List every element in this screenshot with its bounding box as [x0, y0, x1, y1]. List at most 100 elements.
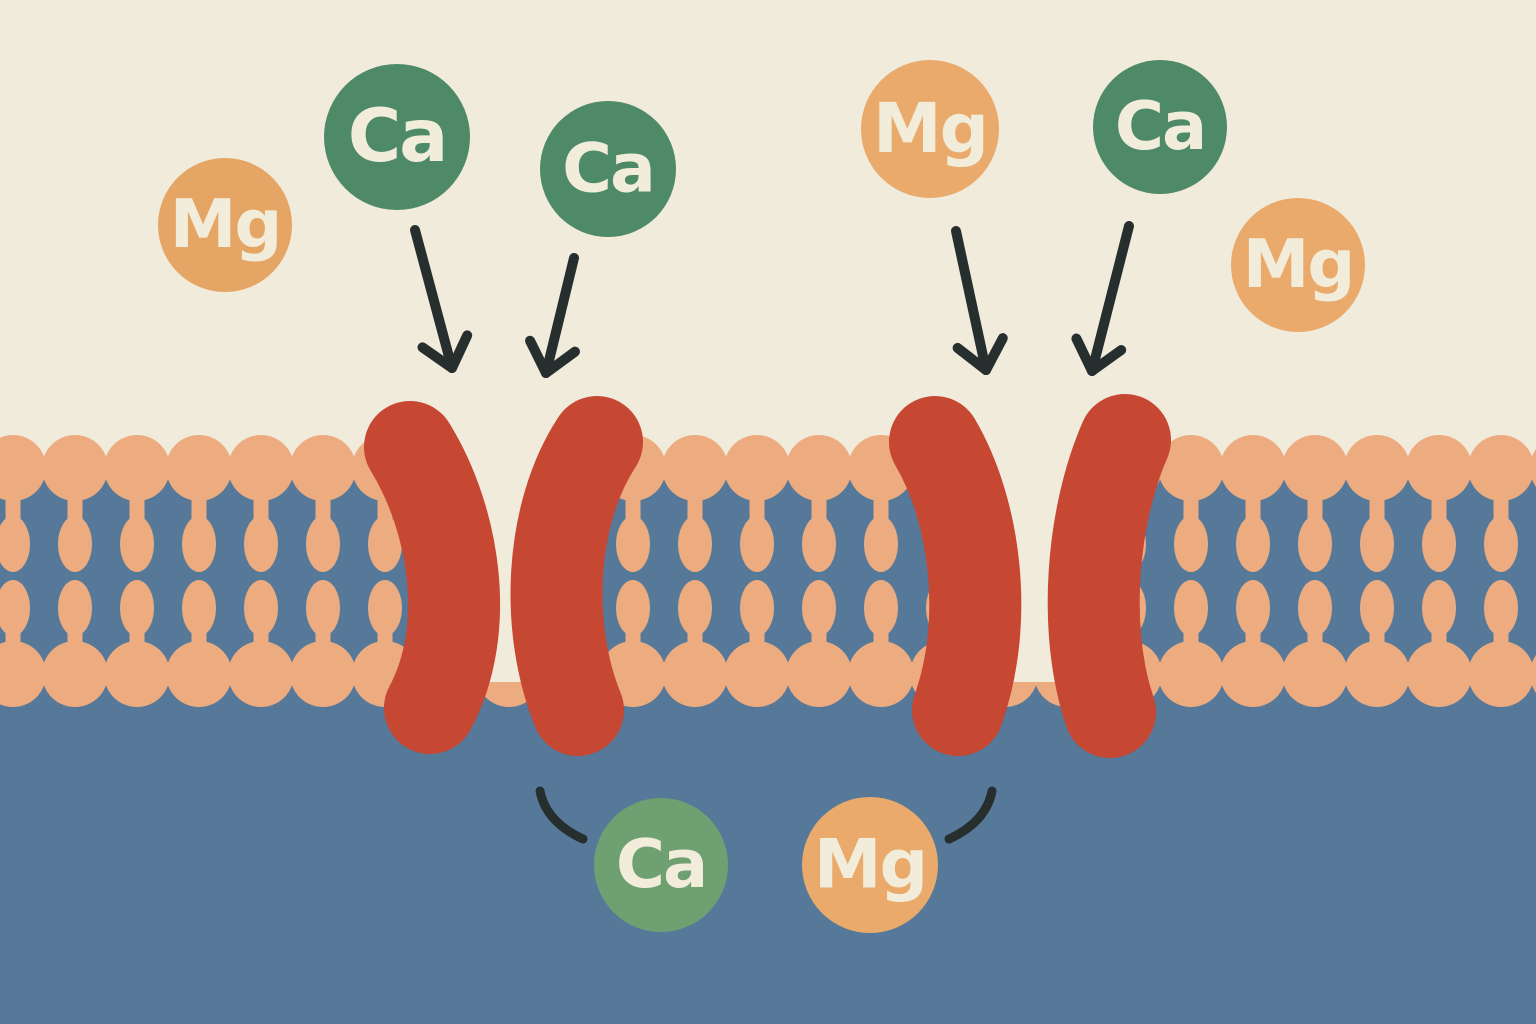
- influx-arrow: [410, 225, 473, 373]
- ion-magnesium-extracellular: Mg: [1231, 198, 1365, 332]
- lipid-head: [1282, 435, 1348, 501]
- lipid-head: [1220, 435, 1286, 501]
- arrowhead-barb: [952, 342, 991, 375]
- channel-layer: [364, 394, 1171, 758]
- ion-label: Ca: [562, 129, 654, 208]
- channel-subunit-left: [364, 401, 501, 754]
- ion-circle: [158, 158, 292, 292]
- phospholipid-unit: [662, 435, 728, 707]
- lipid-head: [228, 641, 294, 707]
- phospholipid-unit: [104, 435, 170, 707]
- lipid-tail: [0, 580, 30, 636]
- lipid-head: [848, 641, 914, 707]
- arrowhead-barb: [1071, 333, 1097, 376]
- lipid-head: [724, 641, 790, 707]
- lipid-head: [42, 435, 108, 501]
- lipid-tail: [740, 580, 774, 636]
- lipid-tail: [678, 516, 712, 572]
- arrowhead-barb: [981, 333, 1008, 375]
- lipid-tail: [1484, 580, 1518, 636]
- ion-calcium-intracellular: Ca: [594, 798, 728, 932]
- lipid-tail: [740, 516, 774, 572]
- lipid-head: [662, 641, 728, 707]
- lipid-tail: [58, 516, 92, 572]
- lipid-head: [104, 435, 170, 501]
- arrowhead-barb: [541, 346, 581, 378]
- phospholipid-unit: [42, 435, 108, 707]
- ion-calcium-extracellular: Ca: [1093, 60, 1227, 194]
- lipid-head: [104, 641, 170, 707]
- phospholipid-unit: [1530, 449, 1536, 693]
- lipid-tail: [802, 580, 836, 636]
- lipid-head: [1530, 449, 1536, 487]
- lipid-tail: [802, 516, 836, 572]
- ion-circle: [861, 60, 999, 198]
- ion-circle: [594, 798, 728, 932]
- lipid-head: [1344, 435, 1410, 501]
- arrowhead-barb: [525, 335, 551, 378]
- phospholipid-unit: [166, 435, 232, 707]
- ion-circle: [540, 101, 676, 237]
- lipid-tail: [182, 516, 216, 572]
- lipid-tail: [1422, 580, 1456, 636]
- arrow-shaft: [541, 253, 579, 378]
- phospholipid-unit: [1158, 435, 1224, 707]
- lipid-head: [1282, 641, 1348, 707]
- arrowhead-barb: [417, 342, 457, 373]
- lipid-head: [1406, 641, 1472, 707]
- lipid-tail: [0, 516, 30, 572]
- phospholipid-unit: [290, 435, 356, 707]
- arrow-shaft: [951, 226, 991, 375]
- ion-channel-1: [364, 396, 643, 756]
- influx-arrow: [525, 253, 581, 378]
- lipid-head: [290, 641, 356, 707]
- lipid-head: [724, 435, 790, 501]
- lipid-head: [1406, 435, 1472, 501]
- ion-label: Mg: [170, 185, 281, 263]
- annotation-layer: [410, 221, 1134, 844]
- ion-circle: [802, 797, 938, 933]
- lipid-tail: [1236, 580, 1270, 636]
- phospholipid-unit: [1220, 435, 1286, 707]
- ion-label: Mg: [873, 89, 987, 169]
- phospholipid-unit: [0, 435, 46, 707]
- lipid-head: [42, 641, 108, 707]
- arrowhead-barb: [447, 330, 473, 373]
- lipid-tail: [1174, 516, 1208, 572]
- lipid-tail: [864, 580, 898, 636]
- ion-label: Ca: [616, 825, 706, 903]
- lipid-tail: [368, 580, 402, 636]
- lipid-tail: [864, 516, 898, 572]
- lipid-tail: [1298, 516, 1332, 572]
- lipid-tail: [616, 516, 650, 572]
- phospholipid-unit: [1344, 435, 1410, 707]
- lipid-tail: [306, 516, 340, 572]
- ion-label: Ca: [348, 94, 446, 179]
- lipid-tail: [1298, 580, 1332, 636]
- lipid-head: [166, 641, 232, 707]
- lipid-tail: [1484, 516, 1518, 572]
- arrowhead-barb: [1087, 345, 1127, 376]
- phospholipid-unit: [1468, 435, 1534, 707]
- ion-circle: [1093, 60, 1227, 194]
- lipid-head: [1158, 641, 1224, 707]
- phospholipid-unit: [228, 435, 294, 707]
- influx-arrow: [951, 226, 1008, 375]
- lipid-tail: [678, 580, 712, 636]
- arrow-shaft: [1087, 221, 1134, 376]
- lipid-tail: [1360, 516, 1394, 572]
- ion-label: Ca: [1115, 87, 1205, 165]
- arrow-shaft: [410, 225, 457, 373]
- lipid-tail: [244, 580, 278, 636]
- ion-calcium-extracellular: Ca: [324, 64, 470, 210]
- lipid-head: [1468, 641, 1534, 707]
- lipid-tail: [1360, 580, 1394, 636]
- lipid-tail: [1236, 516, 1270, 572]
- lipid-head: [1468, 435, 1534, 501]
- lipid-head: [1344, 641, 1410, 707]
- lipid-tail: [368, 516, 402, 572]
- lipid-head: [228, 435, 294, 501]
